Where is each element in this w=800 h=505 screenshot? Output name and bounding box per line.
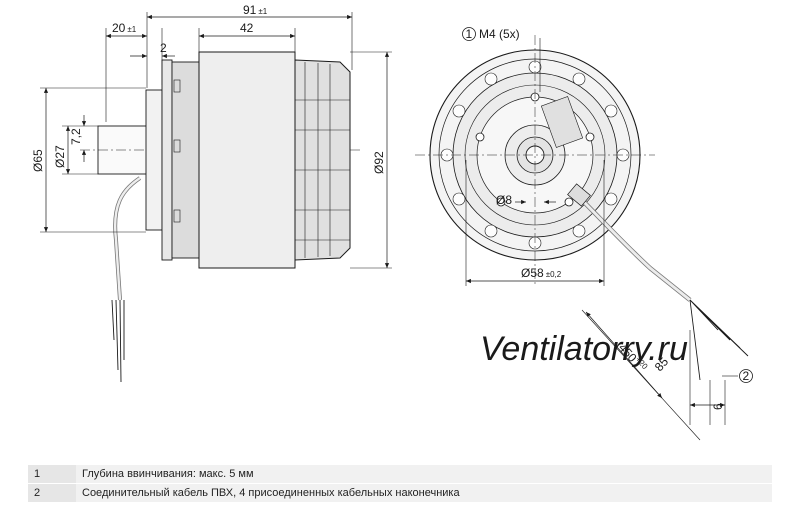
dim-total-length: 91 [243,3,257,17]
callout-2-number: 2 [743,369,750,383]
svg-text:20±1: 20±1 [112,21,137,35]
dim-body-dia: Ø92 [372,151,386,174]
dim-bolt-circle-tol: ±0,2 [546,270,562,279]
front-view [415,35,749,441]
note-row: 2 Соединительный кабель ПВХ, 4 присоедин… [28,483,772,502]
callout-1-text: M4 (5x) [479,27,520,41]
note-text: Глубина ввинчивания: макс. 5 мм [76,464,772,484]
callout-1-number: 1 [466,27,473,41]
callout-2-circle [739,369,753,383]
side-view [40,12,392,383]
note-row: 1 Глубина ввинчивания: макс. 5 мм [28,464,772,484]
svg-text:Ø58±0,2: Ø58±0,2 [521,266,562,280]
note-number: 2 [28,483,76,502]
dim-hub-dia: Ø27 [53,145,67,168]
technical-drawing: Ventilatorry.ru [31,3,753,441]
note-text: Соединительный кабель ПВХ, 4 присоединен… [76,483,772,502]
note-number: 1 [28,464,76,484]
callout-1-circle [462,27,476,41]
dim-flange-length-tol: ±1 [127,25,136,34]
dim-total-length-tol: ±1 [258,7,267,16]
dim-bolt-circle: Ø58 [521,266,544,280]
notes-table: 1 Глубина ввинчивания: макс. 5 мм 2 Соед… [28,464,772,502]
dim-body-length: 42 [240,21,254,35]
svg-text:91±1: 91±1 [243,3,268,17]
dim-flange-step: 2 [160,41,167,55]
side-view-labels: 91±1 42 20±1 2 Ø65 Ø27 7,2 Ø92 [31,3,386,174]
dim-flange-length: 20 [112,21,126,35]
dim-shaft-offset: 7,2 [69,128,83,145]
dim-end-length: 6 [711,403,725,410]
dim-flange-dia: Ø65 [31,149,45,172]
dim-shaft-dia: Ø8 [496,193,512,207]
